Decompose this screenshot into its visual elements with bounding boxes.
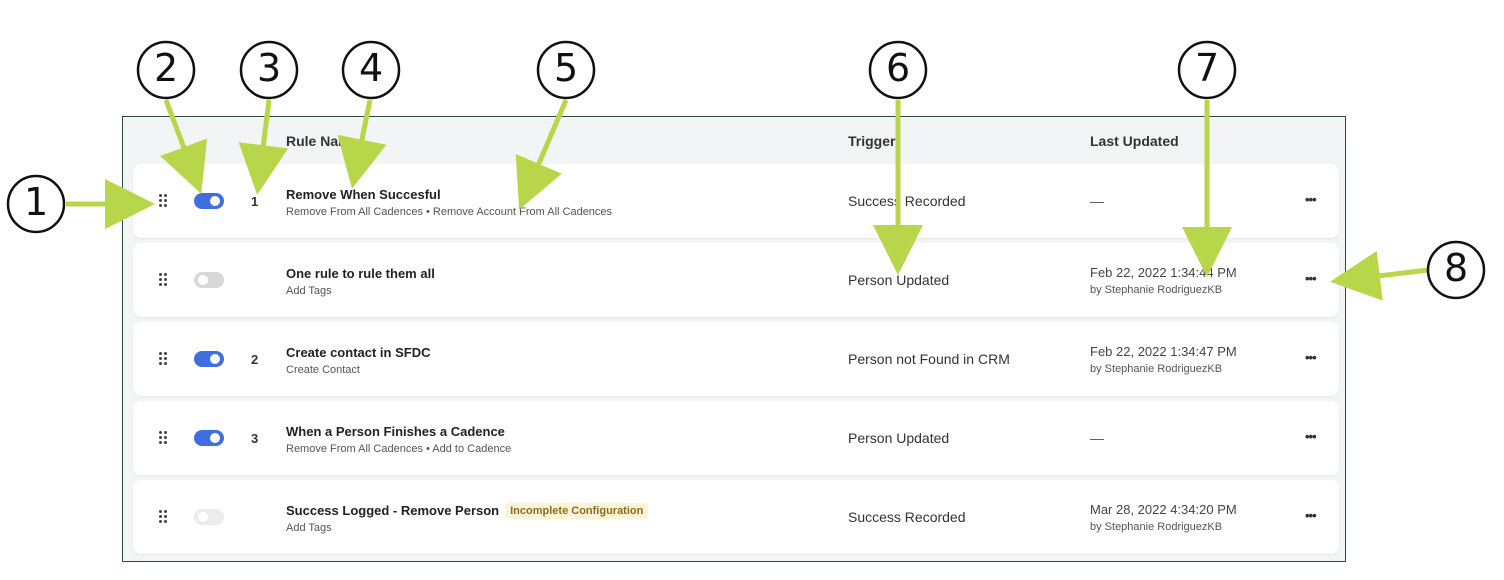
rule-name[interactable]: One rule to rule them all bbox=[286, 266, 435, 281]
rule-name-text: One rule to rule them all bbox=[286, 266, 435, 281]
rule-order: 3 bbox=[251, 431, 259, 446]
rule-name-text: Create contact in SFDC bbox=[286, 345, 431, 360]
updated-by: by Stephanie RodriguezKB bbox=[1090, 521, 1223, 533]
rule-trigger: Success Recorded bbox=[848, 509, 966, 525]
rule-actions: Add Tags bbox=[286, 522, 332, 534]
rule-trigger: Person Updated bbox=[848, 272, 950, 288]
rule-name-text: When a Person Finishes a Cadence bbox=[286, 424, 505, 439]
rule-name-text: Success Logged - Remove Person bbox=[286, 503, 500, 518]
more-options-icon[interactable]: ••• bbox=[1305, 350, 1317, 365]
arrow-2 bbox=[160, 99, 208, 195]
enable-toggle[interactable] bbox=[194, 430, 224, 446]
rule-name[interactable]: Success Logged - Remove Person Incomplete… bbox=[286, 503, 649, 519]
updated-by: by Stephanie RodriguezKB bbox=[1090, 284, 1223, 296]
more-options-icon[interactable]: ••• bbox=[1305, 429, 1317, 444]
drag-handle-icon[interactable] bbox=[159, 352, 167, 365]
table-row[interactable]: One rule to rule them all Add Tags Perso… bbox=[133, 243, 1339, 317]
table-row[interactable]: 2 Create contact in SFDC Create Contact … bbox=[133, 322, 1339, 396]
last-updated: — bbox=[1090, 193, 1104, 209]
rule-trigger: Person Updated bbox=[848, 430, 950, 446]
last-updated: Feb 22, 2022 1:34:47 PM bbox=[1090, 344, 1237, 359]
drag-handle-icon[interactable] bbox=[159, 273, 167, 286]
last-updated: Mar 28, 2022 4:34:20 PM bbox=[1090, 502, 1237, 517]
column-header-last-updated[interactable]: Last Updated bbox=[1090, 133, 1179, 149]
last-updated: — bbox=[1090, 430, 1104, 446]
table-row[interactable]: Success Logged - Remove Person Incomplete… bbox=[133, 480, 1339, 554]
more-options-icon[interactable]: ••• bbox=[1305, 508, 1317, 523]
more-options-icon[interactable]: ••• bbox=[1305, 192, 1317, 207]
rule-order: 1 bbox=[251, 194, 259, 209]
arrow-5 bbox=[515, 99, 569, 210]
rule-name[interactable]: Remove When Succesful bbox=[286, 187, 441, 202]
enable-toggle[interactable] bbox=[194, 193, 224, 209]
rule-name-text: Remove When Succesful bbox=[286, 187, 441, 202]
drag-handle-icon[interactable] bbox=[159, 431, 167, 444]
rule-trigger: Person not Found in CRM bbox=[848, 351, 1010, 367]
updated-by: by Stephanie RodriguezKB bbox=[1090, 363, 1223, 375]
incomplete-configuration-badge: Incomplete Configuration bbox=[505, 503, 649, 519]
enable-toggle[interactable] bbox=[194, 509, 224, 525]
arrow-8 bbox=[1330, 250, 1429, 301]
arrow-4 bbox=[337, 99, 387, 189]
drag-handle-icon[interactable] bbox=[159, 194, 167, 207]
arrow-3 bbox=[238, 99, 289, 195]
table-row[interactable]: 3 When a Person Finishes a Cadence Remov… bbox=[133, 401, 1339, 475]
column-header-trigger[interactable]: Trigger bbox=[848, 133, 896, 149]
rule-actions: Create Contact bbox=[286, 364, 360, 376]
rule-order: 2 bbox=[251, 352, 259, 367]
enable-toggle[interactable] bbox=[194, 351, 224, 367]
enable-toggle[interactable] bbox=[194, 272, 224, 288]
drag-handle-icon[interactable] bbox=[159, 510, 167, 523]
table-row[interactable]: 1 Remove When Succesful Remove From All … bbox=[133, 164, 1339, 238]
rule-actions: Add Tags bbox=[286, 285, 332, 297]
rule-trigger: Success Recorded bbox=[848, 193, 966, 209]
more-options-icon[interactable]: ••• bbox=[1305, 271, 1317, 286]
rule-name[interactable]: Create contact in SFDC bbox=[286, 345, 430, 360]
rule-actions: Remove From All Cadences • Add to Cadenc… bbox=[286, 443, 512, 455]
rule-name[interactable]: When a Person Finishes a Cadence bbox=[286, 424, 505, 439]
rules-table: Rule Name Trigger Last Updated 1 Remove … bbox=[122, 116, 1346, 562]
